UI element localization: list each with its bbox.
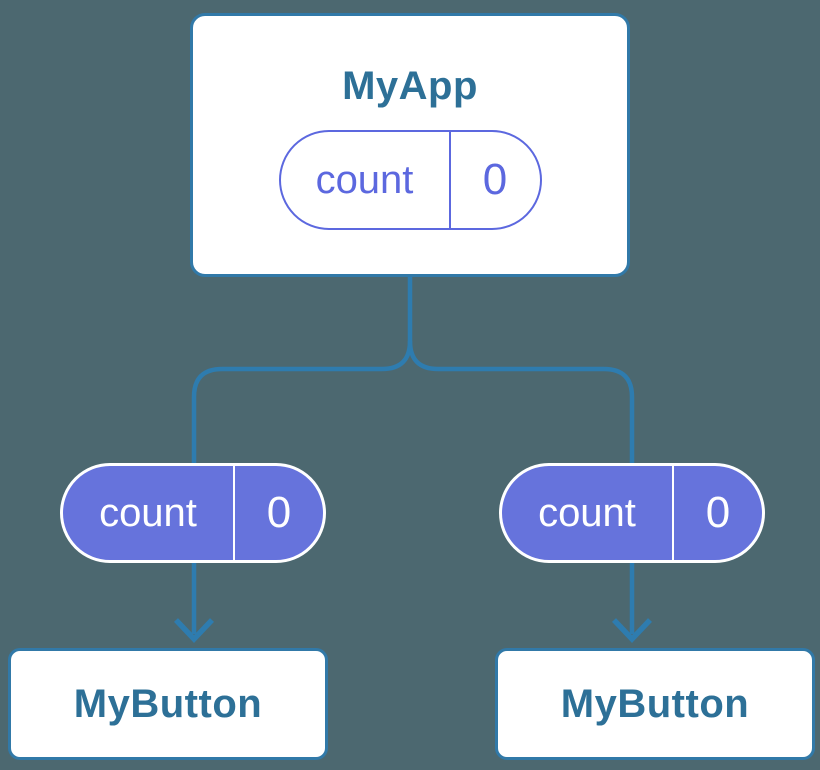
node-mybutton-right: MyButton xyxy=(495,648,815,760)
arrowhead-left-icon xyxy=(174,618,214,643)
arrowhead-right-icon xyxy=(612,618,652,643)
state-name-label: count xyxy=(502,466,674,560)
connector-branch-left xyxy=(191,276,413,634)
state-value: 0 xyxy=(705,488,731,537)
node-mybutton-title: MyButton xyxy=(73,682,263,726)
state-value: 0 xyxy=(266,488,292,537)
node-mybutton-title: MyButton xyxy=(560,682,750,726)
state-pill-left-child: count 0 xyxy=(60,463,326,563)
state-name-label: count xyxy=(63,466,235,560)
state-value: 0 xyxy=(482,155,508,204)
state-name-label: count xyxy=(281,132,451,228)
state-pill-right-child: count 0 xyxy=(499,463,765,563)
node-mybutton-left: MyButton xyxy=(8,648,328,760)
state-pill-root: count 0 xyxy=(278,130,542,230)
connector-branch-right xyxy=(407,340,635,634)
node-myapp: MyApp count 0 xyxy=(190,13,630,277)
node-myapp-title: MyApp xyxy=(342,64,478,108)
